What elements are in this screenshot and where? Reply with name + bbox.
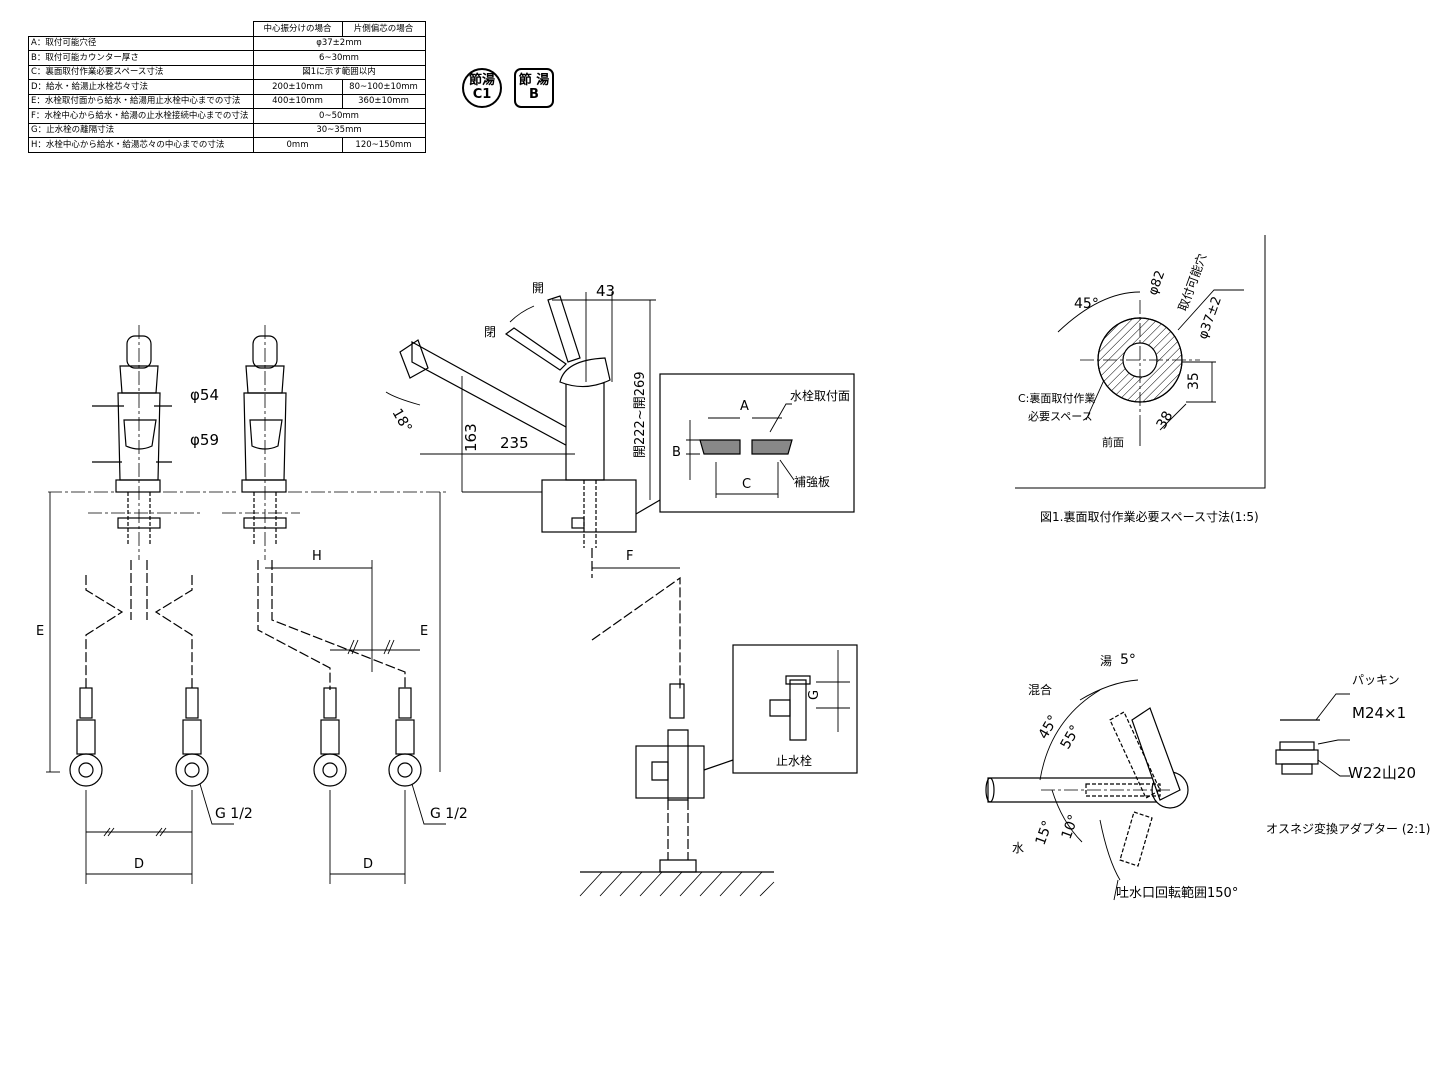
dia37-label: φ37±2 — [1196, 295, 1225, 342]
dim-e-label: E — [36, 624, 44, 639]
d35-label: 35 — [1186, 372, 1202, 390]
adapter-caption: オスネジ変換アダプター (2:1) — [1266, 821, 1431, 836]
front-view-labels: φ54 φ59 E D G 1/2 — [36, 386, 253, 872]
dim43-label: 43 — [596, 282, 615, 300]
offset-view — [222, 325, 448, 884]
table-cell: 30~35mm — [252, 122, 426, 138]
dim-e-label: E — [420, 624, 428, 639]
range-label: 吐水口回転範囲150° — [1116, 886, 1238, 901]
angle45-label: 45° — [1036, 712, 1062, 742]
b-label: B — [672, 445, 681, 460]
a-label: A — [740, 399, 749, 414]
table-row-label: H：水栓中心から給水・給湯芯々の中心までの寸法 — [28, 137, 254, 153]
height-label: 開222~開269 — [633, 371, 648, 458]
badge-bottom-text: C1 — [472, 87, 492, 102]
angle45-label: 45° — [1074, 296, 1099, 312]
dim-f-label: F — [626, 549, 633, 564]
fig1-drawing — [1015, 235, 1266, 489]
badge-top-text: 節湯 — [468, 72, 495, 88]
rotation-labels: 湯 5° 混合 45° 55° 水 15° 10° 吐水口回転範囲150° — [1012, 652, 1238, 901]
mix-label: 混合 — [1028, 682, 1052, 697]
side-view — [385, 292, 775, 897]
dim-h-label: H — [312, 549, 322, 564]
hole-label: 取付可能穴 — [1175, 251, 1210, 313]
dim-d-label: D — [134, 857, 144, 872]
angle18-label: 18° — [389, 406, 415, 436]
side-view-labels: 開 閉 43 18° 163 235 開222~開269 F — [389, 281, 648, 564]
rotation-diagram — [985, 679, 1189, 901]
dia59-label: φ59 — [190, 431, 219, 449]
fig1-caption: 図1.裏面取付作業必要スペース寸法(1:5) — [1040, 509, 1259, 524]
adapter-labels: パッキン M24×1 W22山20 オスネジ変換アダプター (2:1) — [1266, 673, 1431, 836]
valve-detail — [703, 644, 858, 774]
surface-label: 水栓取付面 — [790, 388, 850, 403]
dia82-label: φ82 — [1146, 269, 1169, 298]
adapter-drawing — [1275, 693, 1350, 777]
g-label: G — [807, 690, 822, 700]
water-label: 水 — [1012, 841, 1024, 855]
badge-top-text: 節 湯 — [518, 72, 550, 88]
table-cell: 120~150mm — [341, 137, 426, 153]
dim235-label: 235 — [500, 434, 529, 452]
mount-detail-labels: 水栓取付面 A B C 補強板 — [672, 388, 850, 492]
dim163-label: 163 — [462, 423, 480, 452]
m24-label: M24×1 — [1352, 704, 1406, 722]
packing-label: パッキン — [1352, 673, 1400, 687]
c-label: C — [742, 477, 751, 492]
space1-label: C:裏面取付作業 — [1018, 391, 1095, 405]
thread-label: G 1/2 — [215, 806, 253, 822]
front-label: 前面 — [1102, 435, 1124, 449]
close-label: 閉 — [484, 325, 496, 339]
valve-label: 止水栓 — [776, 753, 812, 768]
open-label: 開 — [532, 281, 544, 295]
d38-label: 38 — [1154, 409, 1177, 432]
hot-label: 湯 — [1100, 654, 1112, 668]
table-header-row: 中心振分けの場合 片側偏芯の場合 — [28, 21, 426, 37]
dim-d-label: D — [363, 857, 373, 872]
angle15-label: 15° — [1033, 819, 1057, 848]
valve-detail-labels: G 止水栓 — [776, 690, 822, 768]
thread-label: G 1/2 — [430, 806, 468, 822]
water-saving-b-badge: 節 湯 B — [514, 68, 554, 108]
angle55-label: 55° — [1058, 722, 1084, 752]
w22-label: W22山20 — [1348, 764, 1416, 782]
front-view — [46, 325, 236, 884]
space2-label: 必要スペース — [1028, 410, 1093, 423]
water-saving-c1-badge: 節湯 C1 — [462, 68, 502, 108]
badge-bottom-text: B — [529, 87, 539, 102]
plate-label: 補強板 — [794, 475, 830, 489]
dia54-label: φ54 — [190, 386, 219, 404]
angle10-label: 10° — [1059, 813, 1083, 842]
hot-angle-label: 5° — [1120, 652, 1136, 668]
offset-view-labels: H E D G 1/2 — [312, 549, 468, 872]
mount-detail — [659, 373, 855, 513]
